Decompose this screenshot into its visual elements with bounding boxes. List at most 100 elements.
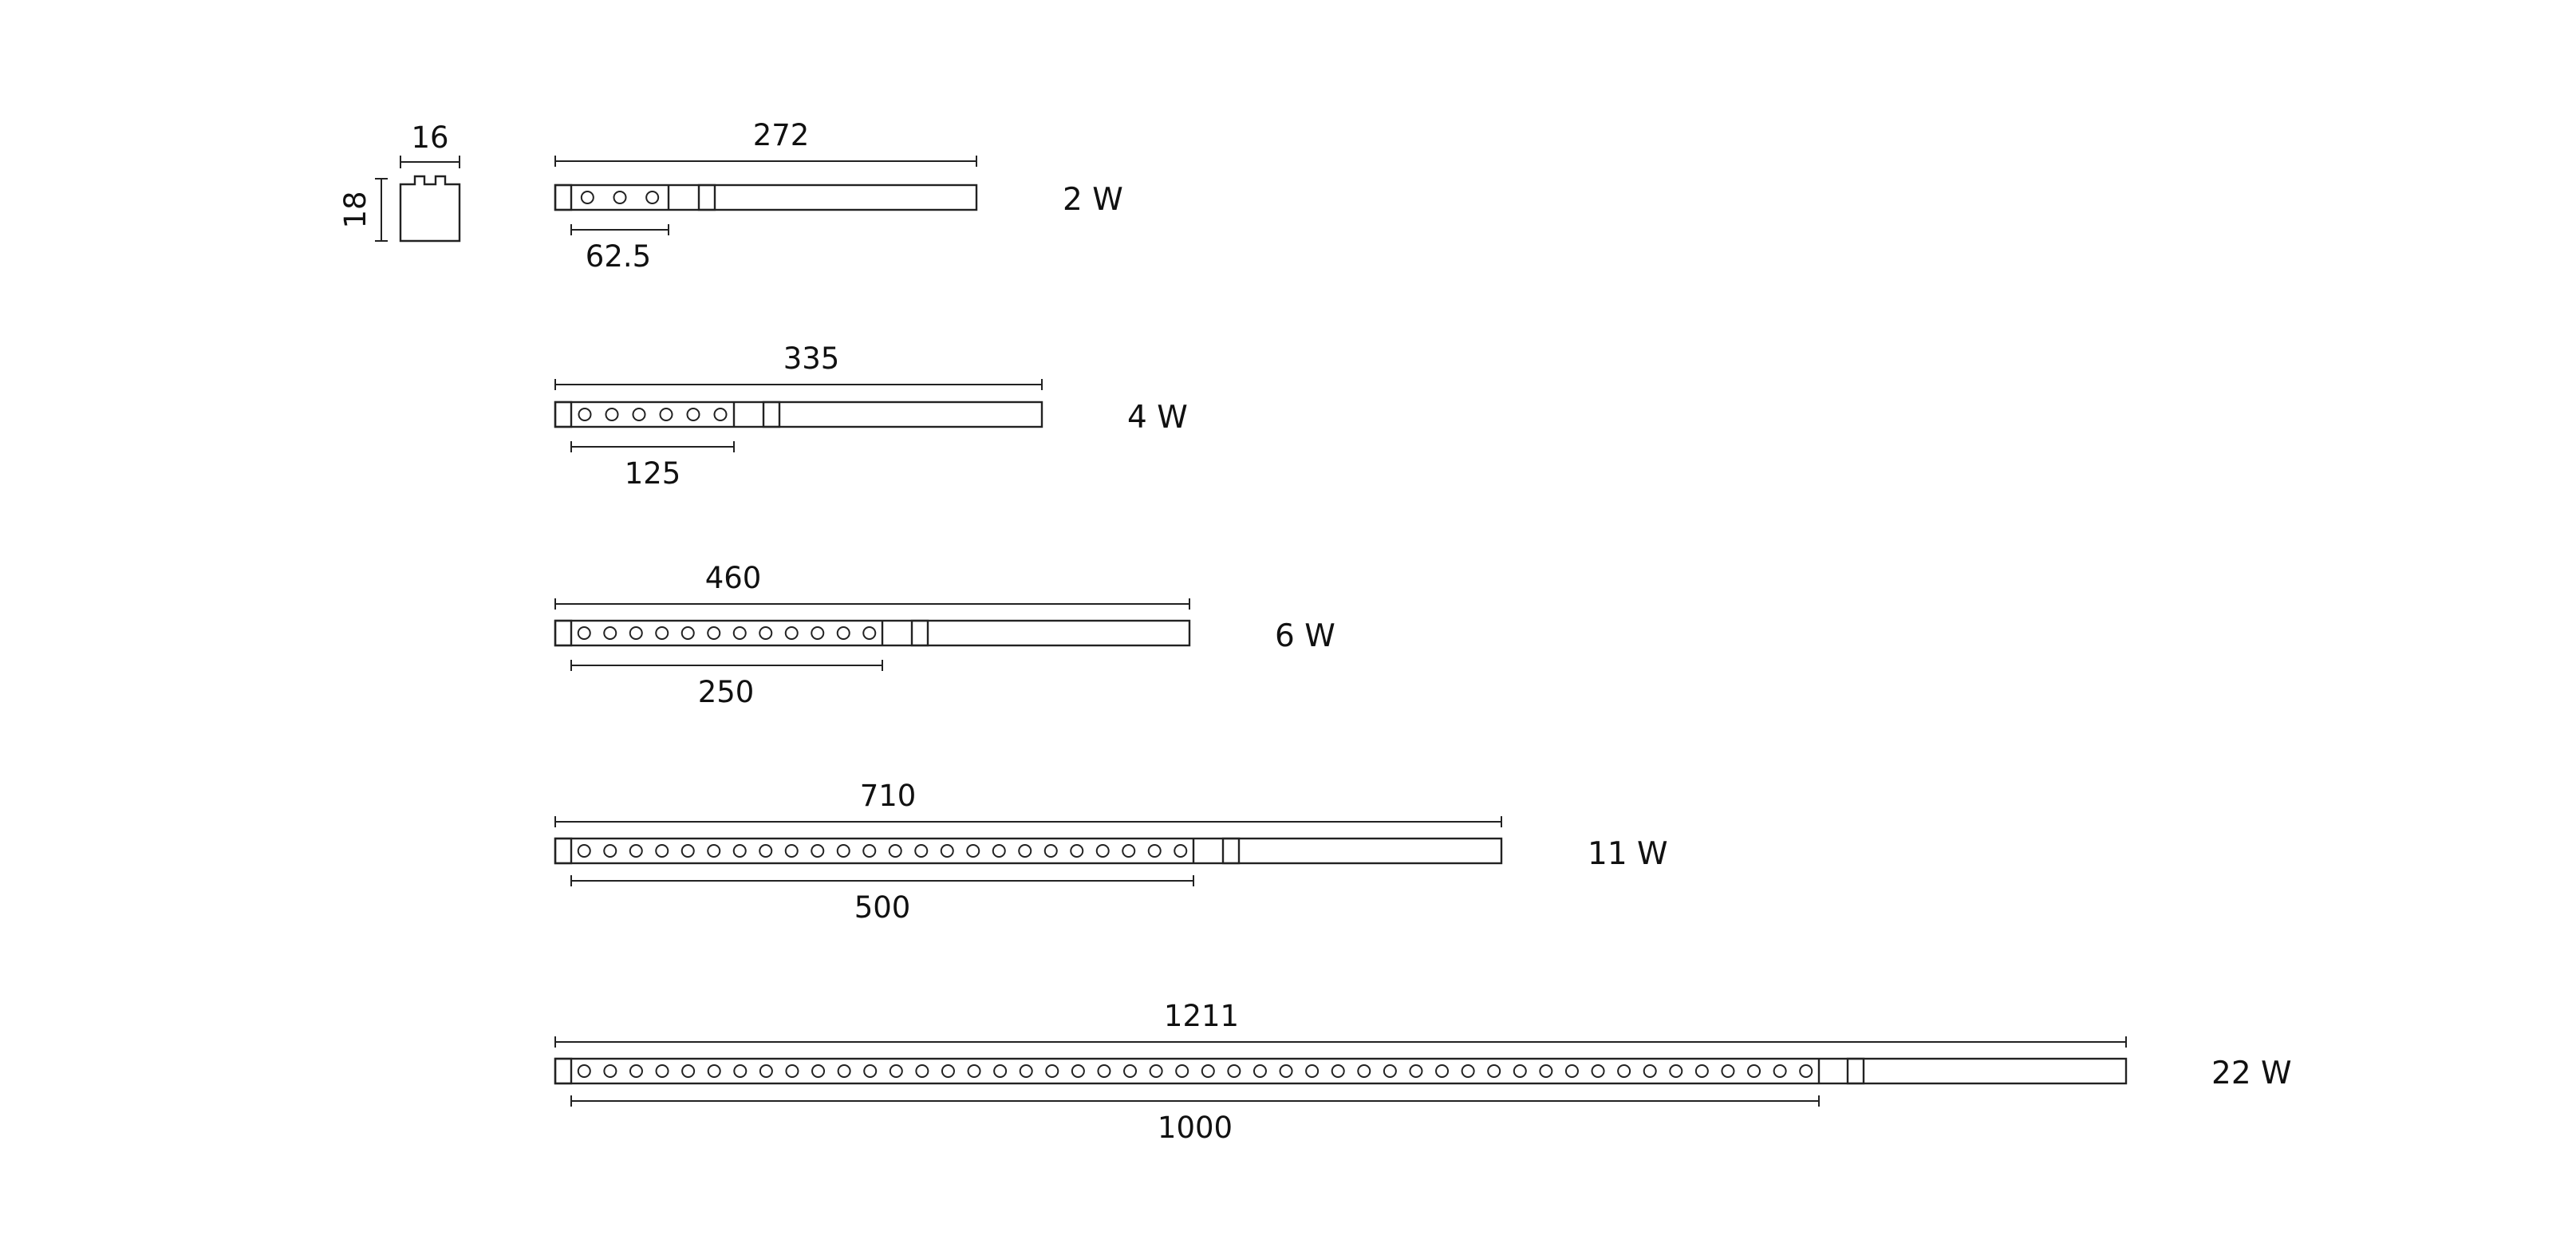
cross-section-height-label: 18 xyxy=(338,191,373,228)
led-dot xyxy=(613,191,627,204)
led-dot xyxy=(1331,1064,1345,1078)
led-dot xyxy=(1617,1064,1631,1078)
fixture-body xyxy=(554,837,1503,865)
led-dot xyxy=(632,408,646,421)
led-dot xyxy=(785,1064,799,1078)
led-dot xyxy=(655,844,669,858)
led-dot xyxy=(1175,1064,1189,1078)
led-dot xyxy=(655,626,669,640)
led-dot xyxy=(811,1064,826,1078)
module-length-label: 125 xyxy=(625,456,681,491)
led-dot xyxy=(580,191,594,204)
fixture-body xyxy=(554,401,1043,428)
led-dot xyxy=(784,844,799,858)
led-dot xyxy=(940,844,954,858)
led-dot xyxy=(967,1064,981,1078)
led-dot xyxy=(992,844,1006,858)
led-dot xyxy=(603,1064,617,1078)
led-dot xyxy=(1122,844,1136,858)
led-dot xyxy=(1539,1064,1553,1078)
led-dot xyxy=(1409,1064,1423,1078)
led-dot xyxy=(759,844,773,858)
led-dot xyxy=(1149,1064,1163,1078)
led-dot xyxy=(707,626,721,640)
connector-joint xyxy=(910,619,929,647)
led-dot xyxy=(1591,1064,1605,1078)
led-dot xyxy=(1043,844,1058,858)
led-dot xyxy=(1747,1064,1761,1078)
led-dot xyxy=(1123,1064,1138,1078)
led-dot xyxy=(1174,844,1188,858)
led-dot xyxy=(1045,1064,1059,1078)
led-dot xyxy=(862,844,877,858)
end-cap xyxy=(554,183,573,211)
led-dot xyxy=(707,1064,721,1078)
led-dot xyxy=(707,844,721,858)
overall-length-label: 460 xyxy=(705,561,762,595)
led-dot xyxy=(1305,1064,1320,1078)
led-dot xyxy=(1070,844,1084,858)
led-dot xyxy=(577,626,591,640)
led-dot xyxy=(1694,1064,1709,1078)
fixture-body xyxy=(554,1057,2128,1085)
overall-length-label: 1211 xyxy=(1164,999,1239,1033)
end-cap xyxy=(554,1057,573,1085)
led-dot xyxy=(1018,844,1032,858)
module-length-label: 1000 xyxy=(1158,1111,1233,1145)
module-length-label: 62.5 xyxy=(586,239,651,274)
cross-section-width-label: 16 xyxy=(411,120,448,155)
fixture-body xyxy=(554,183,978,211)
led-dot xyxy=(1095,844,1110,858)
led-dot xyxy=(578,408,592,421)
led-dot xyxy=(888,844,902,858)
connector-joint xyxy=(1221,837,1241,865)
led-dot xyxy=(863,1064,878,1078)
led-dot xyxy=(837,1064,851,1078)
led-dot xyxy=(1669,1064,1683,1078)
led-dot xyxy=(1147,844,1162,858)
led-dot xyxy=(655,1064,669,1078)
led-dot xyxy=(1435,1064,1450,1078)
led-dot xyxy=(1383,1064,1397,1078)
connector-joint xyxy=(697,183,716,211)
led-dot xyxy=(659,408,673,421)
led-dot xyxy=(629,1064,643,1078)
led-dot xyxy=(1357,1064,1371,1078)
led-dot xyxy=(966,844,980,858)
module-length-label: 500 xyxy=(854,890,911,925)
led-dot xyxy=(836,844,850,858)
overall-length-label: 710 xyxy=(860,779,917,813)
overall-length-label: 335 xyxy=(783,341,840,376)
power-label: 11 W xyxy=(1588,836,1668,872)
led-dot xyxy=(1643,1064,1657,1078)
profile-cross-section xyxy=(399,175,461,243)
led-dot xyxy=(941,1064,955,1078)
end-cap xyxy=(554,619,573,647)
led-dot xyxy=(680,626,695,640)
led-dot xyxy=(915,1064,929,1078)
fixture-body xyxy=(554,619,1191,647)
led-dot xyxy=(993,1064,1008,1078)
fixture-row: 710 500 11 W xyxy=(554,779,1668,925)
led-dot xyxy=(681,1064,696,1078)
led-dot xyxy=(603,626,617,640)
led-dot xyxy=(836,626,850,640)
led-dot xyxy=(686,408,700,421)
led-dot xyxy=(1799,1064,1813,1078)
led-dot xyxy=(645,191,660,204)
led-dot xyxy=(1097,1064,1111,1078)
connector-joint xyxy=(1846,1057,1865,1085)
led-dot xyxy=(1279,1064,1293,1078)
led-dot xyxy=(629,844,643,858)
led-dot xyxy=(577,844,591,858)
led-dot xyxy=(914,844,929,858)
led-dot xyxy=(1252,1064,1267,1078)
led-dot xyxy=(577,1064,591,1078)
led-dot xyxy=(603,844,617,858)
power-label: 4 W xyxy=(1127,400,1188,436)
led-dot xyxy=(629,626,643,640)
led-dot xyxy=(1019,1064,1033,1078)
power-label: 6 W xyxy=(1275,618,1335,654)
